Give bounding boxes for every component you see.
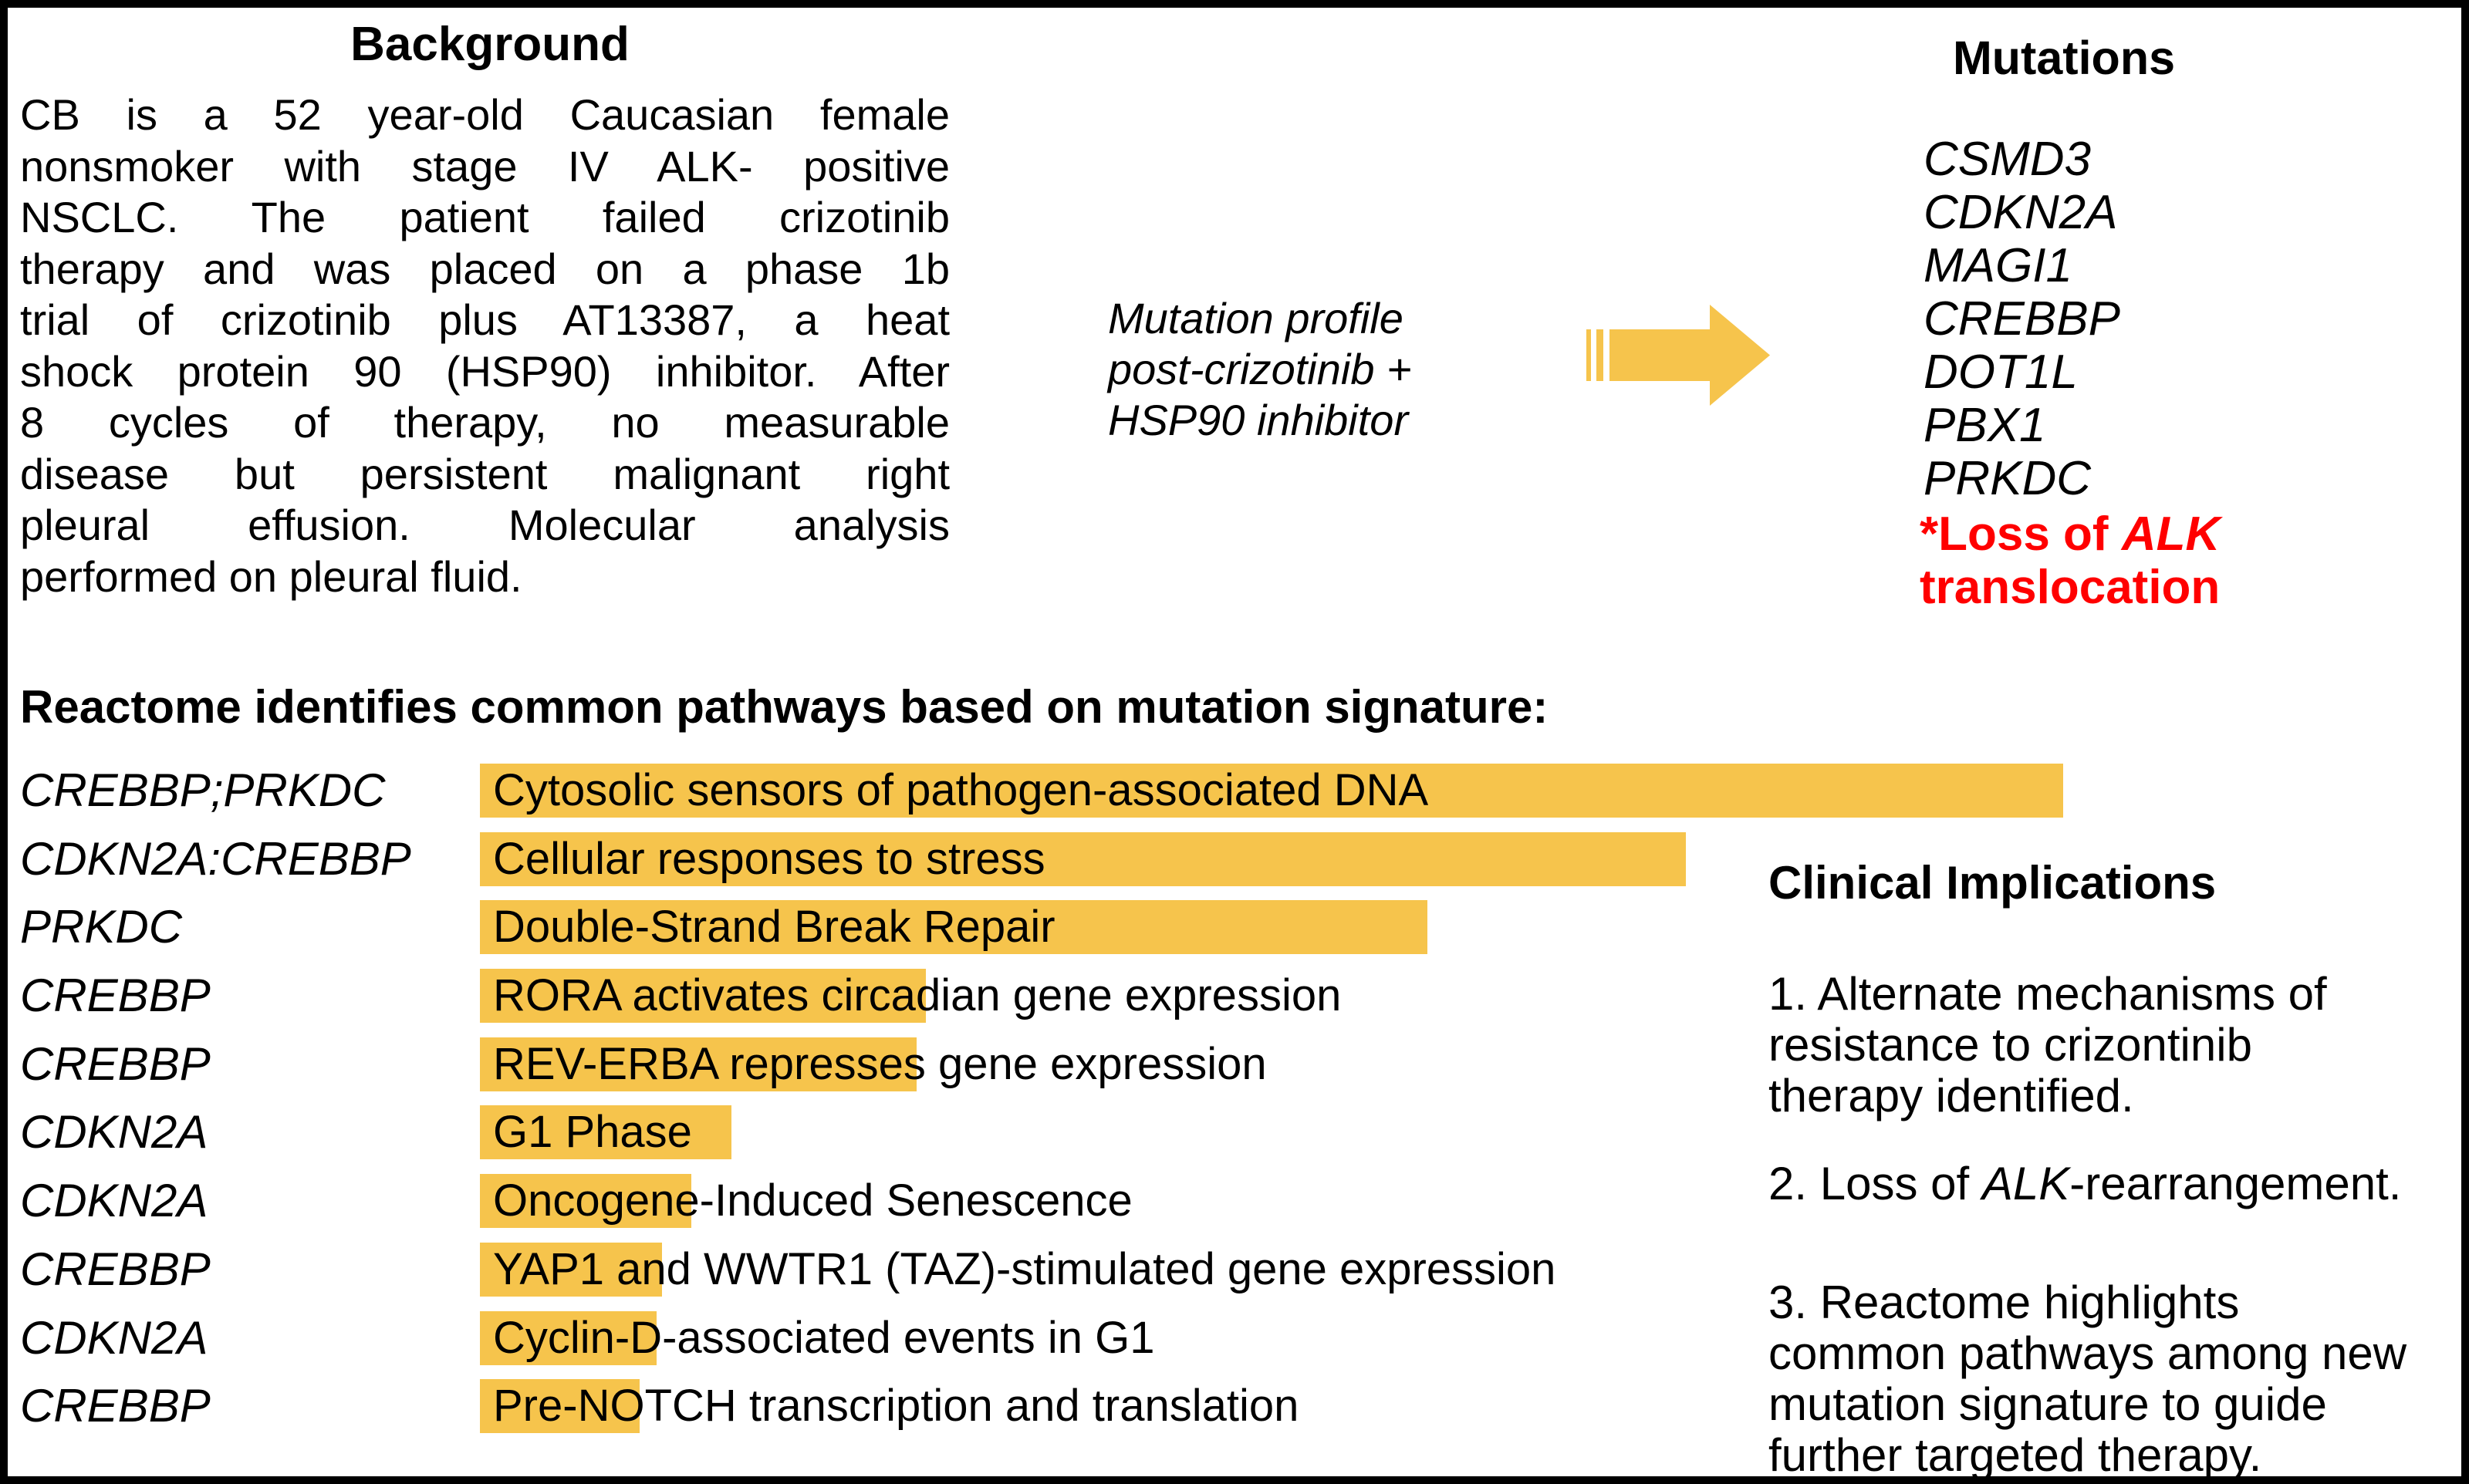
pathway-row: PRKDC Double-Strand Break Repair [20,900,2454,955]
pathway-name: G1 Phase [493,1107,692,1158]
pathway-row: CREBBP REV-ERBA represses gene expressio… [20,1037,2454,1091]
background-line: therapy and was placed on a phase 1b [20,244,950,293]
background-line: NSCLC. The patient failed crizotinib [20,193,950,241]
background-paragraph: CB is a 52 year-old Caucasian female non… [20,89,950,602]
pathway-name: REV-ERBA represses gene expression [493,1038,1267,1089]
background-line: CB is a 52 year-old Caucasian female [20,90,950,139]
alert-line-2: translocation [1920,561,2221,614]
pathway-gene-set: CREBBP;PRKDC [20,764,386,816]
background-line: disease but persistent malignant right [20,449,950,498]
pathway-name: Double-Strand Break Repair [493,902,1055,953]
clinical-item-1-line: 1. Alternate mechanisms of [1768,968,2327,1020]
reactome-heading: Reactome identifies common pathways base… [20,681,1549,733]
alk-loss-alert: *Loss of ALK translocation [1920,508,2220,614]
right-arrow-shape [1586,305,1770,406]
pathway-gene-set: CREBBP [20,970,211,1022]
pathway-gene-set: PRKDC [20,901,183,953]
clinical-implications-title: Clinical Implications [1768,857,2217,909]
right-arrow-icon [1586,305,1770,406]
clinical-item-3-line: 3. Reactome highlights [1768,1277,2240,1328]
clinical-item-1-line: therapy identified. [1768,1070,2134,1121]
pathway-bar-chart: CREBBP;PRKDC Cytosolic sensors of pathog… [20,764,2454,1448]
pathway-gene-set: CREBBP [20,1037,211,1090]
pathway-name: Cyclin-D-associated events in G1 [493,1312,1155,1363]
mutation-profile-label: Mutation profile post-crizotinib + HSP90… [1108,293,1412,446]
mutation-gene: MAGI1 [1924,239,2072,292]
pathway-row: CREBBP;PRKDC Cytosolic sensors of pathog… [20,764,2454,818]
alk-gene-italic: ALK [2121,508,2221,561]
mutations-list: CSMD3 CDKN2A MAGI1 CREBBP DOT1L PBX1 PRK… [1924,133,2120,505]
background-line: shock protein 90 (HSP90) inhibitor. Afte… [20,346,950,396]
pathway-name: Cellular responses to stress [493,833,1045,884]
background-title: Background [350,18,630,71]
pathway-row: CDKN2A Cyclin-D-associated events in G1 [20,1310,2454,1365]
alert-line-1: *Loss of ALK [1920,508,2221,561]
background-line: nonsmoker with stage IV ALK- positive [20,141,950,191]
transition-line: post-crizotinib + [1108,345,1412,393]
clinical-item-3-line: further targeted therapy. [1768,1429,2262,1481]
background-line: trial of crizotinib plus AT13387, a heat [20,295,950,344]
pathway-highlight-bar [480,1242,662,1297]
pathway-row: CDKN2A Oncogene-Induced Senescence [20,1174,2454,1229]
pathway-name: YAP1 and WWTR1 (TAZ)-stimulated gene exp… [493,1243,1556,1294]
pathway-gene-set: CDKN2A:CREBBP [20,832,411,885]
mutation-gene: CSMD3 [1924,133,2092,186]
pathway-name: RORA activates circadian gene expression [493,970,1342,1021]
transition-line: HSP90 inhibitor [1108,396,1409,444]
pathway-name: Cytosolic sensors of pathogen-associated… [493,765,1429,815]
mutation-gene: DOT1L [1924,346,2078,399]
clinical-item-1: 1. Alternate mechanisms of resistance to… [1768,968,2461,1121]
pathway-name: Oncogene-Induced Senescence [493,1175,1133,1226]
clinical-item-3: 3. Reactome highlights common pathways a… [1768,1277,2461,1481]
clinical-item-1-line: resistance to crizontinib [1768,1019,2252,1071]
background-line: 8 cycles of therapy, no measurable [20,398,950,447]
pathway-highlight-bar [480,1310,657,1365]
pathway-name: Pre-NOTCH transcription and translation [493,1381,1299,1432]
clinical-item-3-line: common pathways among new [1768,1327,2407,1379]
pathway-highlight-bar [480,1037,917,1091]
pathway-gene-set: CREBBP [20,1243,211,1295]
mutation-gene: PRKDC [1924,452,2092,505]
mutation-gene: CREBBP [1924,292,2120,346]
pathway-row: CDKN2A G1 Phase [20,1105,2454,1160]
pathway-highlight-bar [480,900,1427,955]
pathway-highlight-bar [480,1379,640,1434]
pathway-gene-set: CDKN2A [20,1175,208,1227]
pathway-gene-set: CDKN2A [20,1311,208,1364]
pathway-gene-set: CDKN2A [20,1106,208,1159]
background-line: performed on pleural fluid. [20,551,522,601]
pathway-row: CREBBP YAP1 and WWTR1 (TAZ)-stimulated g… [20,1242,2454,1297]
pathway-highlight-bar [480,1105,731,1160]
pathway-gene-set: CREBBP [20,1380,211,1432]
background-line: pleural effusion. Molecular analysis [20,501,950,549]
transition-line: Mutation profile [1108,294,1403,342]
pathway-row: CDKN2A:CREBBP Cellular responses to stre… [20,831,2454,886]
pathway-highlight-bar [480,1174,691,1229]
pathway-row: CREBBP Pre-NOTCH transcription and trans… [20,1379,2454,1434]
alk-gene-italic: ALK [1981,1158,2070,1209]
clinical-item-2: 2. Loss of ALK-rearrangement. [1768,1158,2402,1209]
mutation-gene: PBX1 [1924,399,2046,452]
pathway-highlight-bar [480,831,1686,886]
pathway-highlight-bar [480,764,2063,818]
mutations-title: Mutations [1952,32,2176,84]
clinical-item-3-line: mutation signature to guide [1768,1378,2327,1430]
pathway-row: CREBBP RORA activates circadian gene exp… [20,969,2454,1024]
mutation-gene: CDKN2A [1924,186,2118,239]
pathway-highlight-bar [480,969,926,1024]
